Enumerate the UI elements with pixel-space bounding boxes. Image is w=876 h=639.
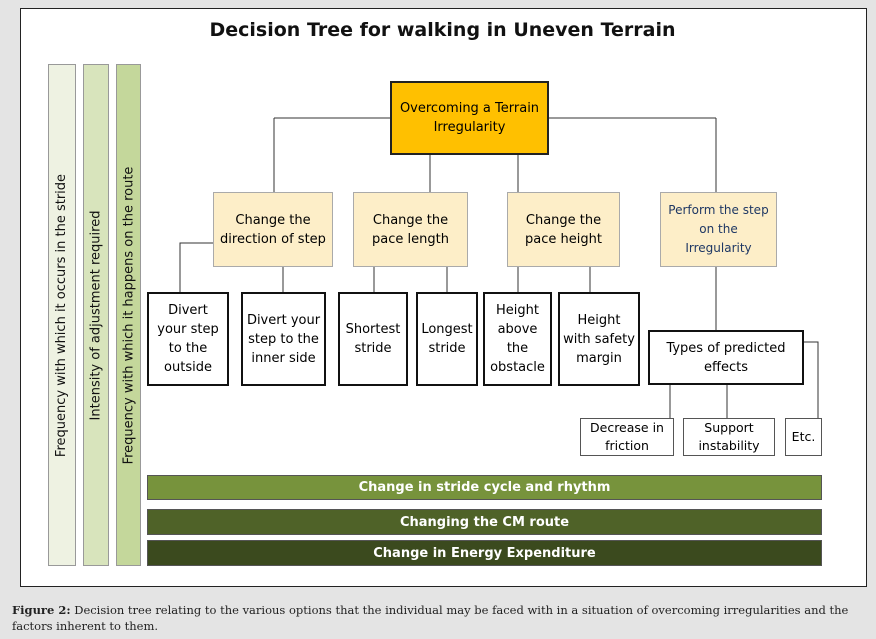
node-decrease-friction: Decrease in friction: [580, 418, 674, 456]
node-divert-outside: Divert your step to the outside: [147, 292, 229, 386]
node-change-direction: Change the direction of step: [213, 192, 333, 267]
bar-cm-route: Changing the CM route: [147, 509, 822, 535]
bar-frequency-route: Frequency with which it happens on the r…: [116, 64, 141, 566]
node-height-above: Height above the obstacle: [483, 292, 552, 386]
bar-label: Frequency with which it happens on the r…: [121, 166, 136, 464]
bar-frequency-stride: Frequency with which it occurs in the st…: [48, 64, 76, 566]
node-longest-stride: Longest stride: [416, 292, 478, 386]
node-divert-inner: Divert your step to the inner side: [241, 292, 326, 386]
figure-caption: Figure 2: Decision tree relating to the …: [12, 602, 872, 634]
bar-stride-cycle: Change in stride cycle and rhythm: [147, 475, 822, 500]
node-perform-step: Perform the step on the Irregularity: [660, 192, 777, 267]
bar-label: Intensity of adjustment required: [88, 210, 104, 420]
root-node: Overcoming a Terrain Irregularity: [390, 81, 549, 155]
node-change-pace-length: Change the pace length: [353, 192, 468, 267]
diagram-title: Decision Tree for walking in Uneven Terr…: [209, 19, 676, 41]
bar-energy: Change in Energy Expenditure: [147, 540, 822, 566]
node-support-instability: Support instability: [683, 418, 775, 456]
node-change-pace-height: Change the pace height: [507, 192, 620, 267]
node-types-effects: Types of predicted effects: [648, 330, 804, 385]
node-height-safety: Height with safety margin: [558, 292, 640, 386]
caption-text: Decision tree relating to the various op…: [12, 603, 849, 633]
bar-intensity: Intensity of adjustment required: [83, 64, 109, 566]
bar-label: Frequency with which it occurs in the st…: [54, 173, 70, 457]
node-etc: Etc.: [785, 418, 822, 456]
caption-label: Figure 2:: [12, 603, 71, 617]
node-shortest-stride: Shortest stride: [338, 292, 408, 386]
